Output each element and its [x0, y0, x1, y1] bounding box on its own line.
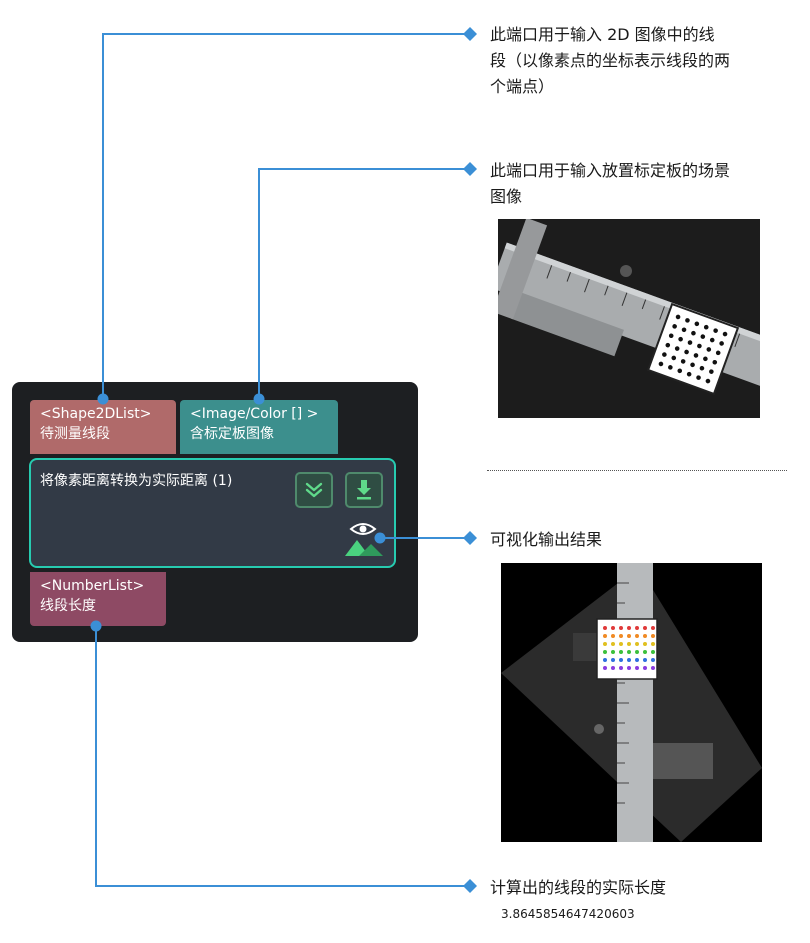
- divider: [487, 470, 787, 471]
- annotation-input-image: 此端口用于输入放置标定板的场景图像: [490, 161, 731, 206]
- example-output-image: [501, 563, 762, 842]
- eye-image-icon: [345, 523, 383, 556]
- port-name-label: 待测量线段: [40, 426, 110, 442]
- example-input-image: [498, 219, 760, 418]
- port-type-label: <Image/Color [] >: [190, 406, 319, 422]
- download-button[interactable]: [345, 472, 383, 508]
- output-port-length[interactable]: <NumberList> 线段长度: [30, 572, 166, 626]
- annotation-output-length: 计算出的线段的实际长度: [490, 878, 667, 897]
- node-title: 将像素距离转换为实际距离 (1): [40, 473, 233, 489]
- download-arrow-icon: [357, 480, 371, 500]
- node-body[interactable]: [29, 458, 396, 568]
- annotation-visual-output: 可视化输出结果: [490, 530, 603, 549]
- input-port-segments[interactable]: <Shape2DList> 待测量线段: [30, 400, 176, 454]
- rectified-visualization-image: [501, 563, 762, 842]
- input-port-image[interactable]: <Image/Color [] > 含标定板图像: [180, 400, 338, 454]
- visualize-output-button[interactable]: [343, 520, 383, 558]
- port-name-label: 含标定板图像: [190, 426, 274, 442]
- collapse-button[interactable]: [295, 472, 333, 508]
- chevron-double-down-icon: [305, 482, 323, 498]
- port-type-label: <NumberList>: [40, 578, 145, 594]
- port-type-label: <Shape2DList>: [40, 406, 152, 422]
- port-name-label: 线段长度: [40, 598, 96, 614]
- output-value: 3.8645854647420603: [501, 907, 635, 921]
- caliper-calibration-image: [498, 219, 760, 418]
- annotation-input-segments: 此端口用于输入 2D 图像中的线段（以像素点的坐标表示线段的两个端点）: [490, 25, 731, 96]
